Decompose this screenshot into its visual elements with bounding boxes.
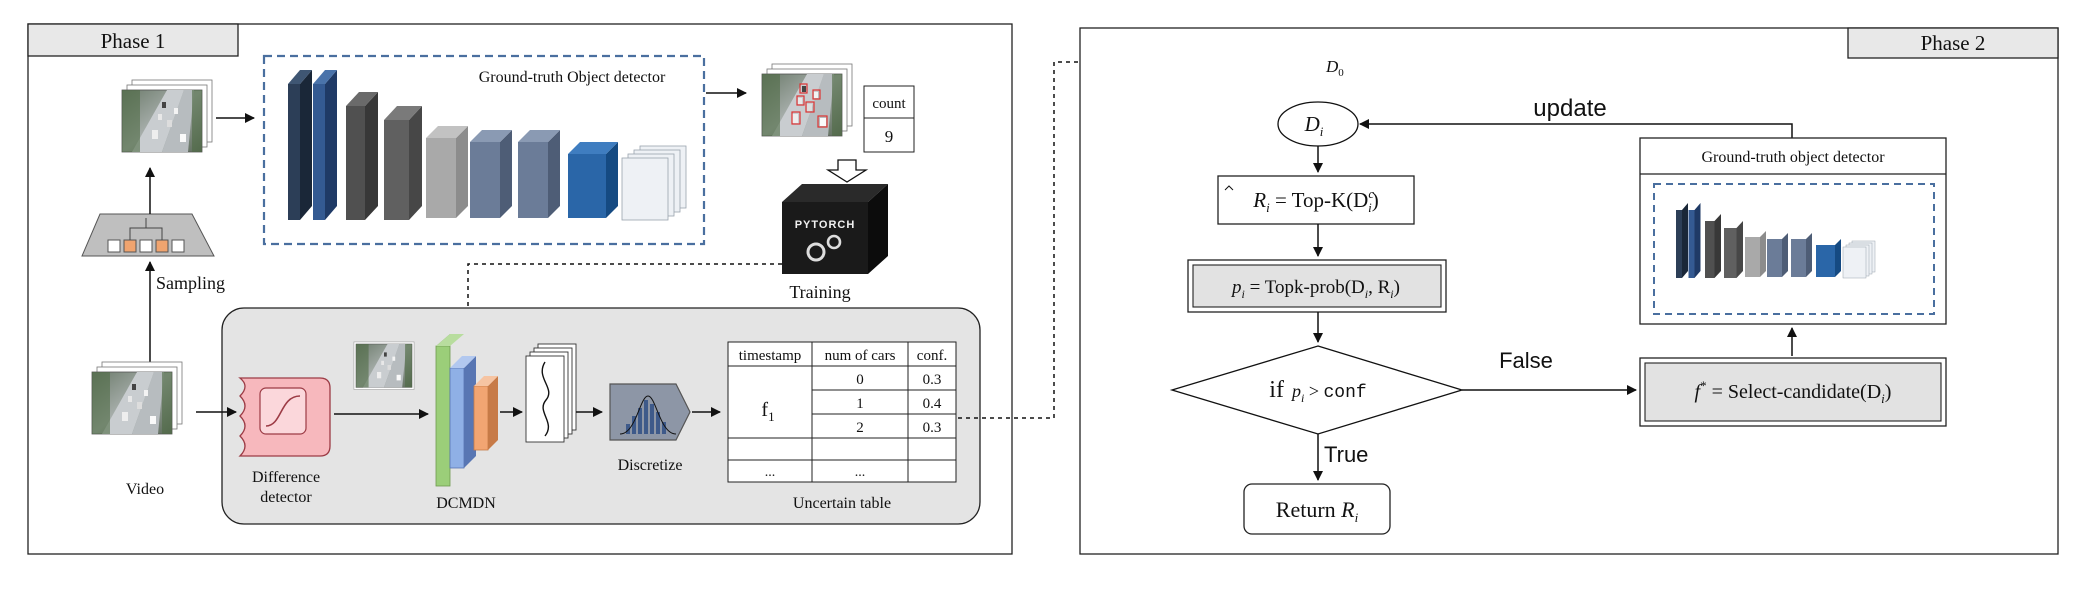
- select-candidate-box: [1644, 362, 1942, 422]
- video-label: Video: [126, 481, 164, 498]
- gt-detector-label: Ground-truth Object detector: [479, 69, 666, 86]
- small-frame-image: [353, 341, 415, 390]
- table-ellipsis: ...: [765, 465, 776, 480]
- false-label: False: [1499, 348, 1553, 373]
- update-label: update: [1533, 95, 1606, 122]
- uncertain-table-caption: Uncertain table: [793, 495, 891, 512]
- cnn-layers-small: [1676, 203, 1876, 279]
- pytorch-logo-text: PYTORCH: [795, 219, 856, 231]
- uncertain-table: [727, 341, 957, 483]
- phase1-tab: [27, 23, 239, 57]
- count-label: count: [872, 96, 906, 112]
- table-cell-conf: 0.3: [923, 420, 942, 436]
- mixture-distribution-icon: [525, 343, 577, 443]
- sampled-frames: [122, 80, 212, 152]
- update-arrow: [1359, 119, 1793, 138]
- phase2-title: Phase 2: [1921, 31, 1986, 55]
- difference-detector-label-2: detector: [260, 489, 312, 506]
- table-cell-conf: 0.3: [923, 372, 942, 388]
- gt-detector-box: [262, 54, 706, 246]
- pytorch-cube-icon: [782, 184, 888, 274]
- training-label: Training: [789, 282, 850, 302]
- table-header-conf: conf.: [917, 348, 947, 364]
- dcmdn-network: [435, 334, 498, 487]
- difference-detector-label-1: Difference: [252, 469, 320, 486]
- count-table: [863, 85, 915, 153]
- hat-mark: [1224, 185, 1234, 191]
- difference-detector-icon: [238, 377, 331, 457]
- video-frames: [92, 362, 182, 434]
- table-cell-num: 2: [856, 420, 864, 436]
- phase1-title: Phase 1: [101, 29, 166, 53]
- sampling-label: Sampling: [156, 273, 225, 293]
- d0-label: D0: [1325, 57, 1344, 79]
- return-label: Return Ri: [1276, 497, 1359, 525]
- topk-box: [1217, 175, 1415, 225]
- return-box: [1243, 483, 1391, 535]
- phase2-tab: [1847, 27, 2059, 59]
- di-label: Di: [1304, 112, 1324, 139]
- table-frame-cell: f1: [761, 399, 774, 424]
- training-to-dcmdn-connector: [468, 263, 782, 322]
- down-arrow-icon: [825, 159, 869, 183]
- table-header-timestamp: timestamp: [739, 348, 802, 364]
- dcmdn-label: DCMDN: [436, 495, 496, 512]
- true-label: True: [1324, 442, 1368, 467]
- table-cell-num: 1: [856, 396, 864, 412]
- count-value: 9: [885, 127, 894, 146]
- table-cell-num: 0: [856, 372, 864, 388]
- sampling-module: [81, 213, 215, 257]
- topk-prob-formula: pi = Topk-prob(Di, Ri): [1230, 277, 1400, 301]
- detected-frames: [762, 64, 852, 136]
- discretize-label: Discretize: [618, 457, 683, 474]
- discretize-module-icon: [609, 383, 691, 441]
- select-candidate-formula: f* = Select-candidate(Di): [1695, 378, 1892, 406]
- cnn-layers: [288, 70, 687, 221]
- gt-detector-panel-label: Ground-truth object detector: [1701, 149, 1885, 166]
- table-ellipsis: ...: [855, 465, 866, 480]
- table-header-num-cars: num of cars: [825, 348, 896, 364]
- table-cell-conf: 0.4: [923, 396, 942, 412]
- topk-prob-box: [1192, 264, 1442, 308]
